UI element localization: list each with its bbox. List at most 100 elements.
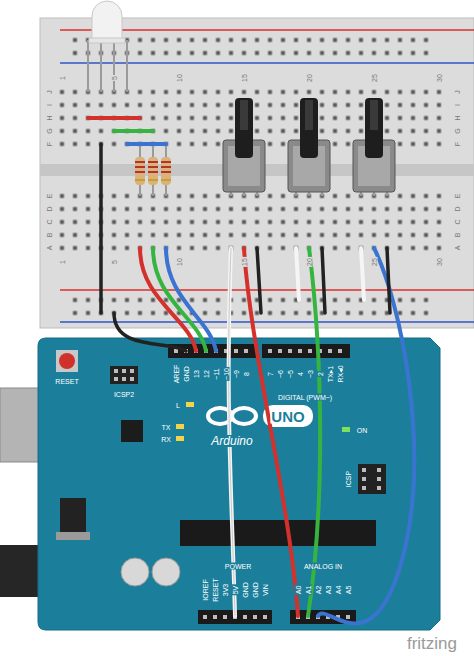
header-pin [174, 349, 178, 353]
arduino-board [180, 520, 376, 546]
row-letter: E [454, 193, 461, 200]
pin-label: AREF [173, 364, 180, 385]
row-letter: G [46, 127, 53, 134]
header-pin [234, 349, 238, 353]
arduino-board [110, 366, 138, 384]
hookup-wire [296, 248, 299, 300]
resistor-symbol [135, 162, 171, 172]
header-pin [122, 377, 126, 381]
column-number: 5 [111, 259, 118, 265]
header-pin [362, 468, 366, 472]
header-pin [253, 615, 257, 619]
arduino-board [59, 353, 75, 369]
header-pin [278, 349, 282, 353]
pin-label: A2 [315, 585, 322, 596]
row-letter: D [454, 205, 461, 212]
arduino-board [121, 420, 143, 442]
brand-name: Arduino [210, 435, 253, 447]
header-pin [244, 349, 248, 353]
pin-label: 8 [243, 371, 250, 377]
row-letter: G [454, 127, 461, 134]
breadboard [69, 34, 433, 60]
row-letter: E [46, 193, 53, 200]
pin-label: IOREF [202, 578, 209, 601]
arduino-board [152, 558, 180, 586]
pin-label: ~3 [307, 369, 314, 379]
row-letter: A [454, 245, 461, 252]
pin-label: GND [183, 365, 190, 383]
pin-label: A0 [295, 585, 302, 596]
row-letter: C [46, 218, 53, 225]
watermark: fritzing [406, 635, 458, 652]
arduino-board [186, 402, 194, 407]
potentiometer [365, 98, 383, 158]
pin-label: A4 [335, 585, 342, 596]
pin-label: ~10 [223, 367, 230, 381]
rgb-led [88, 1, 127, 92]
arduino-board [232, 408, 256, 424]
arduino-board [342, 427, 350, 432]
board-label: ON [356, 427, 369, 434]
breadboard [60, 62, 474, 64]
pin-label: 12 [203, 369, 210, 379]
pin-label: ~6 [277, 369, 284, 379]
resistor-symbol [135, 179, 171, 181]
potentiometer [305, 100, 313, 130]
row-letter: D [46, 205, 53, 212]
potentiometer [370, 100, 378, 130]
pin-label: GND [252, 581, 259, 599]
resistor-symbol [135, 144, 171, 196]
board-label: RESET [54, 378, 79, 385]
breadboard [56, 190, 446, 255]
jumper-wire [127, 142, 166, 146]
pin-label: 4 [297, 371, 304, 377]
column-number: 20 [306, 73, 313, 83]
row-letter: B [46, 232, 53, 239]
hookup-wire [114, 248, 414, 623]
pin-label: RX◂0 [337, 364, 344, 383]
column-number: 1 [59, 75, 66, 81]
hookup-wire [153, 248, 206, 351]
rgb-led [89, 38, 125, 43]
pin-label: ~5 [287, 369, 294, 379]
jumper-wire [99, 144, 103, 313]
pin-label: RESET [212, 577, 219, 602]
column-number: 5 [111, 75, 118, 81]
header-pin [377, 486, 381, 490]
potentiometer [223, 98, 265, 196]
pin-label: TX▸1 [327, 365, 334, 383]
row-letter: J [46, 89, 53, 95]
row-letter: F [46, 141, 53, 147]
rgb-led [100, 42, 102, 92]
pin-label: A5 [345, 585, 352, 596]
header-pin [288, 349, 292, 353]
row-letter: B [454, 232, 461, 239]
column-number: 10 [176, 257, 183, 267]
header-pin [308, 349, 312, 353]
arduino-board [0, 338, 440, 630]
jumper-wire [88, 118, 166, 313]
arduino-board [56, 532, 90, 540]
header-pin [338, 349, 342, 353]
potentiometer [223, 98, 395, 196]
hookup-wire [387, 248, 390, 313]
board-label: ANALOG IN [303, 563, 343, 570]
hookup-wire [229, 248, 235, 616]
header-pin [122, 369, 126, 373]
potentiometer [240, 100, 248, 130]
pin-label: VIN [262, 583, 269, 597]
pin-label: 2 [317, 371, 324, 377]
header-pin [130, 377, 134, 381]
row-letter: J [454, 89, 461, 95]
breadboard [60, 289, 474, 291]
jumper-wire [114, 129, 153, 133]
header-pin [114, 377, 118, 381]
column-number: 25 [371, 73, 378, 83]
jumper-wire [88, 116, 140, 120]
hookup-wire [229, 248, 235, 616]
rgb-led [126, 40, 128, 92]
header-pin [377, 468, 381, 472]
pin-label: 5V [232, 585, 239, 596]
